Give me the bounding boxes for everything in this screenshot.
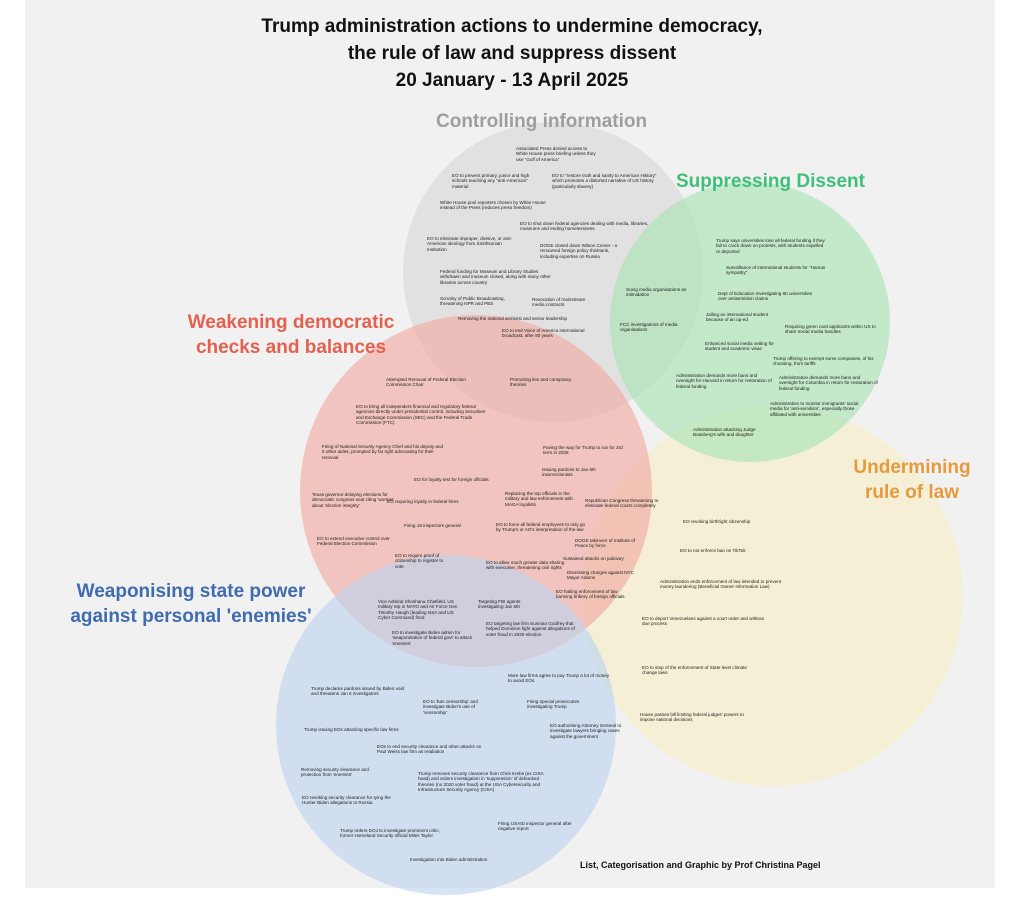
action-item: EO to "restore truth and sanity to Ameri…: [552, 173, 657, 189]
action-item: EO to bring all independent financial an…: [356, 404, 486, 426]
action-item: Texas governor delaying elections for de…: [312, 492, 395, 508]
action-item: EO to shut down federal agencies dealing…: [520, 221, 649, 232]
action-item: Paving the way for Trump to run for 3rd …: [543, 445, 623, 456]
undermining-label-line-1: Undermining: [853, 457, 971, 478]
action-item: EO to require proof of citizenship to re…: [395, 553, 444, 569]
weakening-label-line-2: checks and balances: [195, 337, 387, 358]
action-item: Suing media organisations as intimidatio…: [626, 287, 687, 298]
action-item: EO requiring loyalty in federal hires: [387, 499, 459, 504]
action-item: Trump declares pardons issued by Biden v…: [311, 686, 405, 697]
action-item: Administration demands more bans and ove…: [676, 373, 772, 389]
action-item: DOGE closed down Wilson Center - a renow…: [540, 243, 618, 259]
action-item: EO to stop of the enforcement of State l…: [642, 665, 747, 676]
action-item: Administration attacking Judge Boasberg'…: [693, 427, 756, 438]
action-item: Replacing the top officials in the milit…: [505, 491, 573, 507]
action-item: EO to prevent primary, junior and high s…: [452, 173, 530, 189]
action-item: Targeting FBI agents investigating Jan 6…: [478, 599, 521, 610]
weaponising-label-line-1: Weaponising state power: [76, 581, 306, 602]
action-item: Trump offering to exempt some companies,…: [773, 356, 874, 367]
action-item: EO targeting law firm Susman Godfrey tha…: [486, 621, 575, 637]
action-item: Vice Admiral Shoshana Chatfield, US mili…: [378, 599, 458, 621]
credit-line: List, Categorisation and Graphic by Prof…: [580, 860, 821, 870]
title-line-2: the rule of law and suppress dissent: [347, 43, 677, 64]
action-item: DOGE takeover of Institute of Peace by f…: [575, 538, 636, 549]
action-item: EO halting enforcement of law banning br…: [556, 589, 625, 600]
action-item: EO to eliminate improper, divisive, or a…: [427, 236, 513, 252]
action-item: Removing the national archivist and seni…: [458, 316, 568, 321]
category-label-suppressing-dissent: Suppressing Dissent: [676, 171, 865, 192]
category-label-weaponising-state-power: Weaponising state power against personal…: [55, 579, 327, 629]
action-item: EO to not enforce ban on TikTok: [680, 548, 746, 553]
action-item: Enhanced social media vetting for studen…: [705, 341, 774, 352]
action-item: Firing special prosecutors investigating…: [527, 699, 580, 710]
title-line-3: 20 January - 13 April 2025: [395, 70, 629, 91]
action-item: Jailing an international student because…: [706, 312, 769, 323]
action-item: EO revoking security clearance for tying…: [302, 795, 391, 806]
action-item: Dept of Education investigating 60 unive…: [718, 291, 812, 302]
action-item: Trump removes security clearance from Ch…: [418, 771, 544, 793]
action-item: FCC investigations of media organisation…: [620, 322, 678, 333]
action-item: Requiring green card applicants within U…: [785, 324, 876, 335]
action-item: Surveillance of international students f…: [726, 265, 826, 276]
diagram-title: Trump administration actions to undermin…: [150, 13, 874, 94]
action-item: Scrutiny of Public Broadcasting, threate…: [440, 296, 505, 307]
action-item: Firing of National Security Agency Chief…: [322, 444, 444, 460]
action-item: Administration ends enforcement of law i…: [660, 579, 782, 590]
action-item: Republican Congress threatening to elimi…: [585, 498, 659, 509]
category-label-undermining-rule-of-law: Undermining rule of law: [852, 455, 972, 505]
action-item: White House pool reporters chosen by Whi…: [440, 200, 546, 211]
action-item: EO to allow much greater data sharing wi…: [486, 560, 565, 571]
action-item: House passes bill limiting federal judge…: [640, 712, 744, 723]
undermining-label-line-2: rule of law: [865, 482, 959, 503]
action-item: EO to end Voice of America international…: [502, 328, 585, 339]
weaponising-label-line-2: against personal 'enemies': [70, 606, 312, 627]
action-item: Attempted Removal of Federal Election Co…: [386, 377, 466, 388]
action-item: EO to investigate Biden admin for 'weapo…: [392, 630, 473, 646]
circle-undermining-rule-of-law: [583, 406, 963, 786]
action-item: EO to extend executive control over Fede…: [317, 536, 390, 547]
title-line-1: Trump administration actions to undermin…: [261, 16, 763, 37]
action-item: Issuing pardons to Jan 6th insurrectioni…: [542, 467, 596, 478]
action-item: EO to 'ban censorship' and investigate B…: [423, 699, 478, 715]
category-label-weakening-democratic-checks: Weakening democratic checks and balances: [180, 310, 402, 360]
action-item: EO revoking birthright citizenship: [683, 519, 751, 524]
action-item: More law firms agree to pay Trump a lot …: [508, 673, 610, 684]
action-item: EOs to end security clearance and other …: [377, 744, 482, 755]
action-item: EO for loyalty test for foreign official…: [414, 477, 489, 482]
action-item: Investigation into Biden administration: [410, 857, 488, 862]
action-item: Sustained attacks on judiciary: [563, 556, 624, 561]
action-item: Promoting lies and conspiracy theories: [510, 377, 572, 388]
action-item: Dismissing charges against NYC Mayor Ada…: [567, 570, 634, 581]
category-label-controlling-information: Controlling information: [436, 111, 648, 132]
circle-weaponising-state-power: [276, 555, 616, 895]
action-item: Administration demands more bans and ove…: [779, 375, 878, 391]
action-item: Firing USAID inspector general after neg…: [498, 821, 572, 832]
action-item: Revocation of mainstream media contracts: [532, 297, 586, 308]
action-item: Federal funding for Museum and Library S…: [440, 269, 551, 285]
action-item: Associated Press denied access to White …: [516, 146, 596, 162]
action-item: Firing 18 inspectors general: [404, 523, 461, 528]
action-item: Administration to monitor immigrants' so…: [770, 401, 859, 417]
action-item: EO to deport Venezuelans against a court…: [642, 616, 764, 627]
action-item: Removing security clearance and protecti…: [301, 767, 369, 778]
action-item: Trump says universities lose all federal…: [716, 238, 825, 254]
action-item: EO to force all federal employees to onl…: [496, 522, 586, 533]
circle-suppressing-dissent: [610, 182, 890, 462]
weakening-label-line-1: Weakening democratic: [187, 312, 395, 333]
action-item: EO authorising Attorney General to inves…: [550, 723, 622, 739]
action-item: Trump orders DOJ to investigate prominen…: [340, 828, 440, 839]
action-item: Trump issuing EOs attacking specific law…: [304, 727, 399, 732]
